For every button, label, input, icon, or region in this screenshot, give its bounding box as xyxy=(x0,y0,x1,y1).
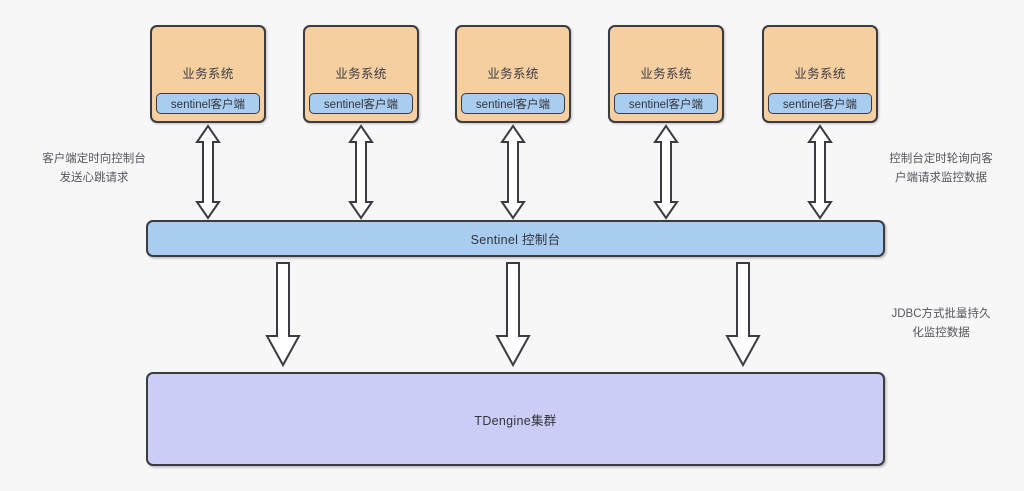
service-title: 业务系统 xyxy=(794,67,846,81)
caption-heartbeat-line2: 发送心跳请求 xyxy=(59,172,129,184)
bidirectional-arrow-icon-3 xyxy=(498,124,528,220)
service-box-5[interactable]: 业务系统 sentinel客户端 xyxy=(762,25,878,123)
service-title: 业务系统 xyxy=(335,67,387,81)
bidirectional-arrow-icon-5 xyxy=(805,124,835,220)
sentinel-client-chip[interactable]: sentinel客户端 xyxy=(614,93,718,114)
tdengine-cluster-bar[interactable]: TDengine集群 xyxy=(146,372,885,466)
tdengine-cluster-label: TDengine集群 xyxy=(474,413,557,428)
sentinel-console-bar[interactable]: Sentinel 控制台 xyxy=(146,220,885,257)
service-box-4[interactable]: 业务系统 sentinel客户端 xyxy=(608,25,724,123)
sentinel-console-label: Sentinel 控制台 xyxy=(470,233,561,247)
bidirectional-arrow-icon-1 xyxy=(193,124,223,220)
service-box-1[interactable]: 业务系统 sentinel客户端 xyxy=(150,25,266,123)
caption-jdbc-line2: 化监控数据 xyxy=(912,327,970,339)
bidirectional-arrow-icon-4 xyxy=(651,124,681,220)
service-box-2[interactable]: 业务系统 sentinel客户端 xyxy=(303,25,419,123)
caption-poll-line2: 户端请求监控数据 xyxy=(895,172,987,184)
bidirectional-arrow-icon-2 xyxy=(346,124,376,220)
sentinel-client-chip[interactable]: sentinel客户端 xyxy=(461,93,565,114)
caption-heartbeat-line1: 客户端定时向控制台 xyxy=(42,153,146,165)
caption-jdbc-line1: JDBC方式批量持久 xyxy=(891,308,991,320)
service-title: 业务系统 xyxy=(182,67,234,81)
sentinel-client-chip[interactable]: sentinel客户端 xyxy=(156,93,260,114)
down-arrow-icon-1 xyxy=(265,262,301,368)
sentinel-client-chip[interactable]: sentinel客户端 xyxy=(768,93,872,114)
down-arrow-icon-2 xyxy=(495,262,531,368)
service-box-3[interactable]: 业务系统 sentinel客户端 xyxy=(455,25,571,123)
service-title: 业务系统 xyxy=(640,67,692,81)
sentinel-client-chip[interactable]: sentinel客户端 xyxy=(309,93,413,114)
caption-heartbeat: 客户端定时向控制台 发送心跳请求 xyxy=(14,150,174,188)
service-title: 业务系统 xyxy=(487,67,539,81)
down-arrow-icon-3 xyxy=(725,262,761,368)
caption-jdbc: JDBC方式批量持久 化监控数据 xyxy=(866,305,1016,343)
caption-poll: 控制台定时轮询向客 户端请求监控数据 xyxy=(866,150,1016,188)
caption-poll-line1: 控制台定时轮询向客 xyxy=(889,153,993,165)
